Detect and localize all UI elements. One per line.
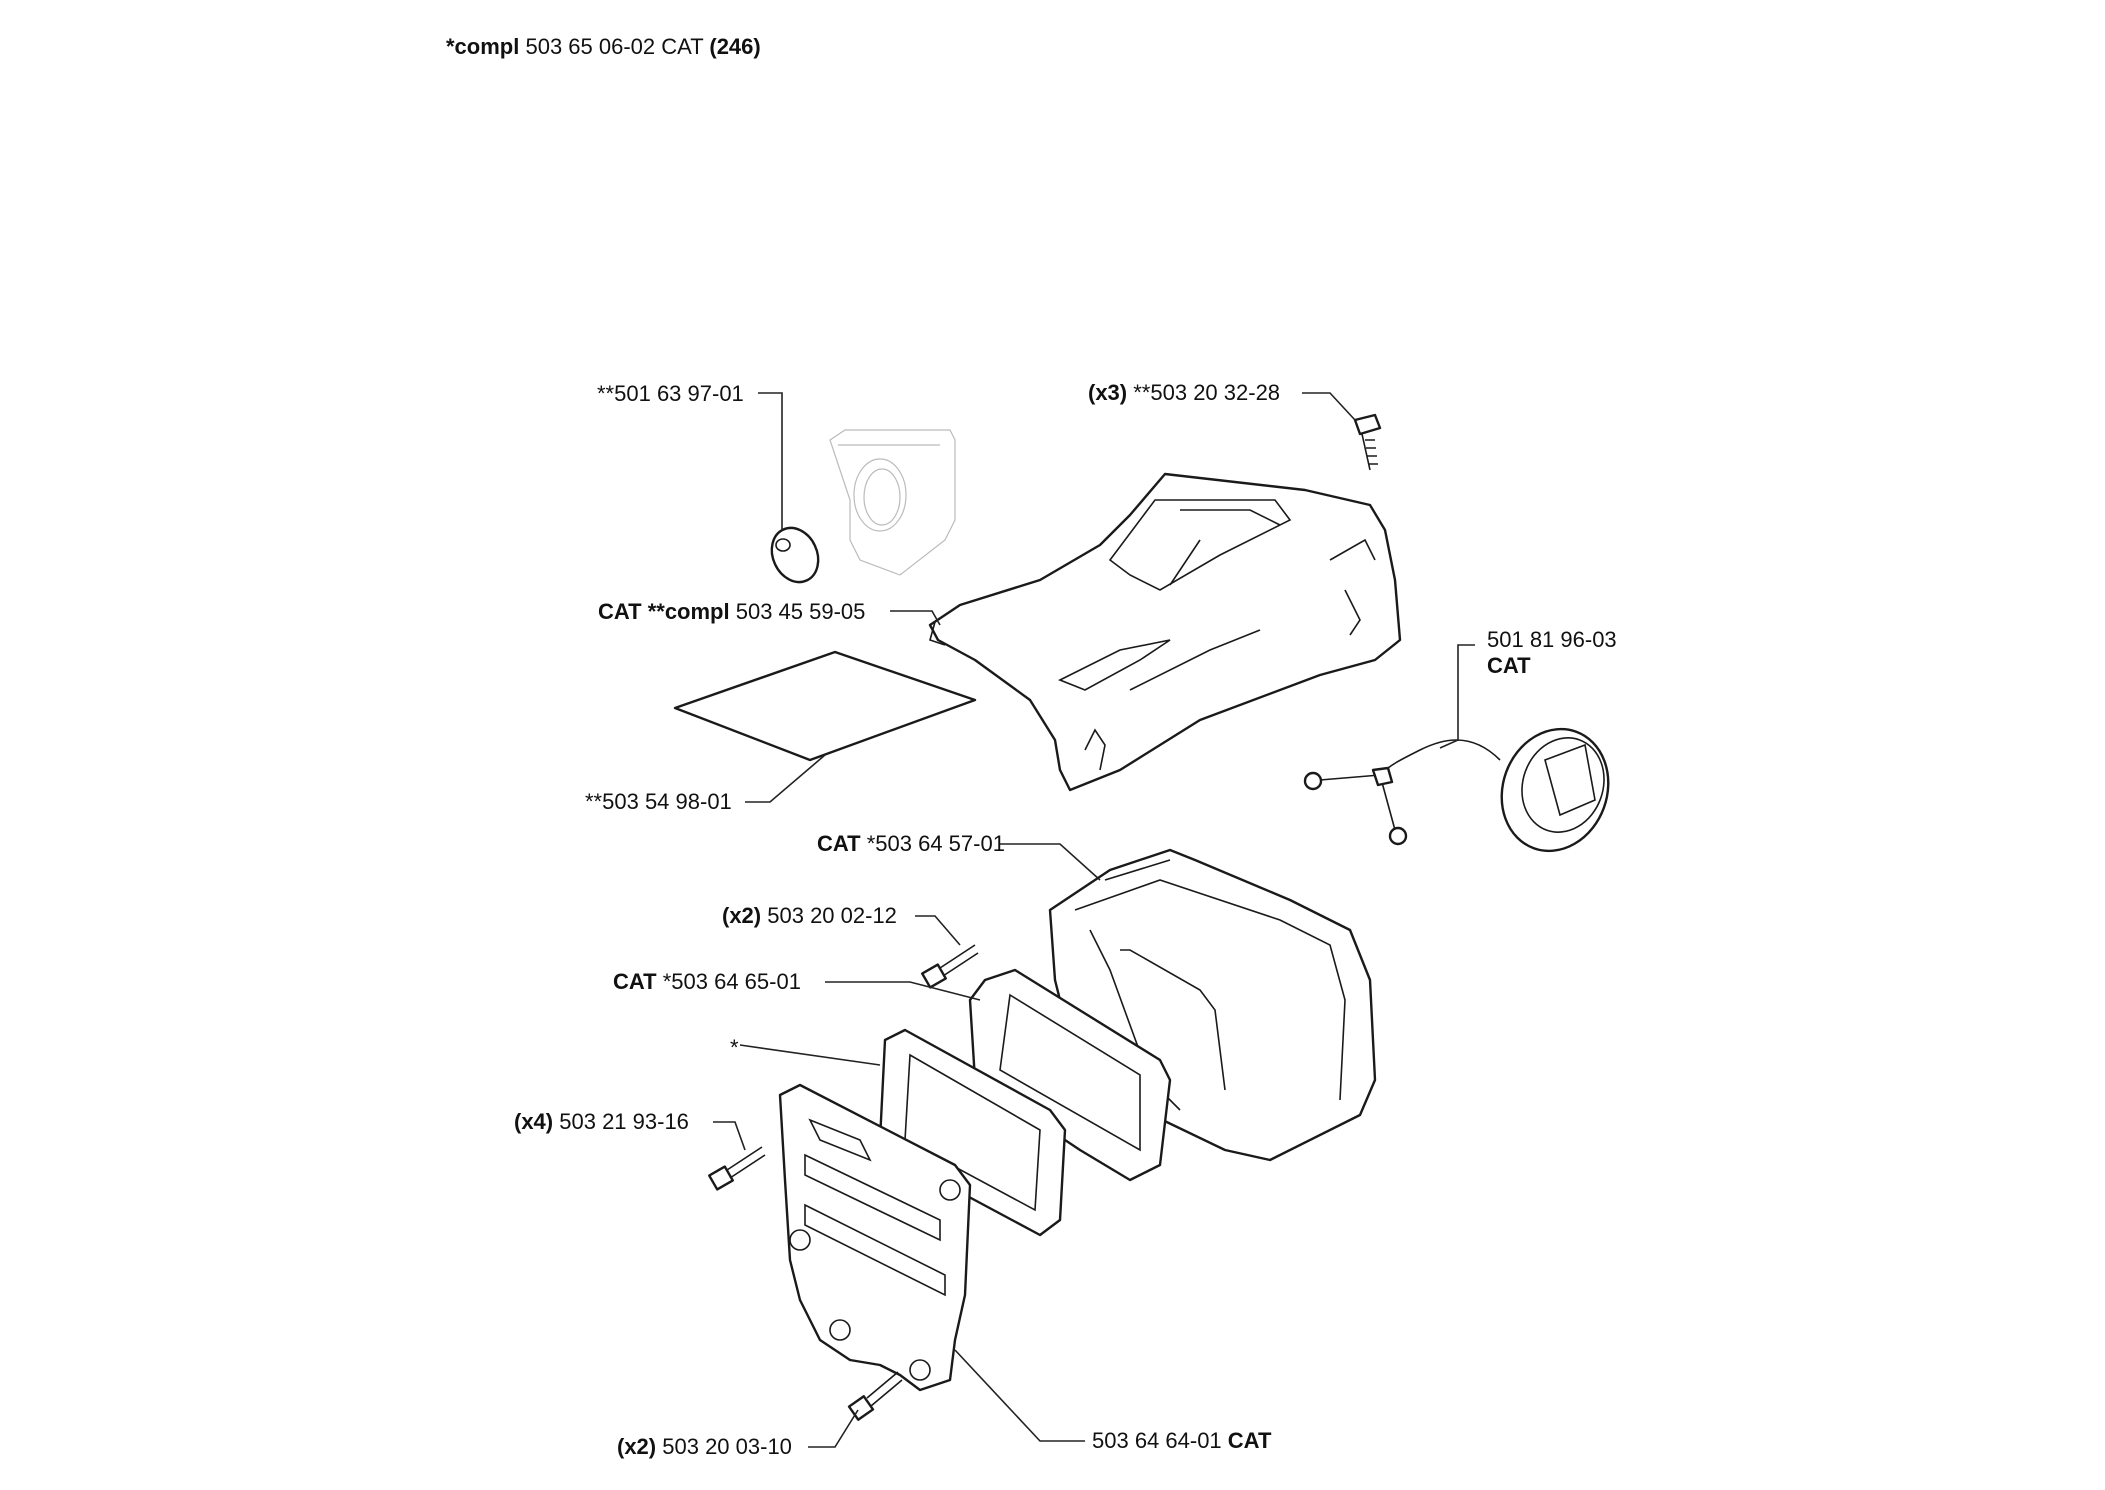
label-cover-screw: (x3) **503 20 32-28 xyxy=(1088,380,1281,405)
diagram-title: *compl 503 65 06-02 CAT (246) xyxy=(446,34,761,60)
label-gasket: CAT *503 64 65-01 xyxy=(613,969,801,994)
leader-lines xyxy=(713,392,1475,1448)
muffler-screw-part xyxy=(921,944,979,989)
fuel-cap-part xyxy=(1303,727,1610,853)
engine-context-ghost xyxy=(829,429,956,576)
decal-part xyxy=(673,650,977,762)
title-prefix: *compl xyxy=(446,34,520,59)
label-bottom-screw: (x2) 503 20 03-10 xyxy=(617,1434,792,1459)
top-cover-part xyxy=(928,472,1402,792)
cap-seal-part xyxy=(770,526,820,584)
label-cap-seal: **501 63 97-01 xyxy=(597,381,744,406)
plate-screw-part xyxy=(708,1146,766,1191)
title-count: (246) xyxy=(709,34,761,59)
title-part-number: 503 65 06-02 CAT xyxy=(525,34,704,59)
label-spark-plate: 503 64 64-01 CAT xyxy=(1092,1428,1272,1453)
label-muffler-screw: (x2) 503 20 02-12 xyxy=(722,903,897,928)
label-muffler: CAT *503 64 57-01 xyxy=(817,831,1005,856)
cover-screw-part xyxy=(1353,413,1382,471)
gasket-part xyxy=(968,968,1172,1182)
label-decal: **503 54 98-01 xyxy=(585,789,732,814)
label-cover: CAT **compl 503 45 59-05 xyxy=(598,599,866,624)
label-inner-plate: * xyxy=(730,1035,739,1060)
spark-plate-part xyxy=(778,1083,972,1392)
label-plate-screw: (x4) 503 21 93-16 xyxy=(514,1109,689,1134)
